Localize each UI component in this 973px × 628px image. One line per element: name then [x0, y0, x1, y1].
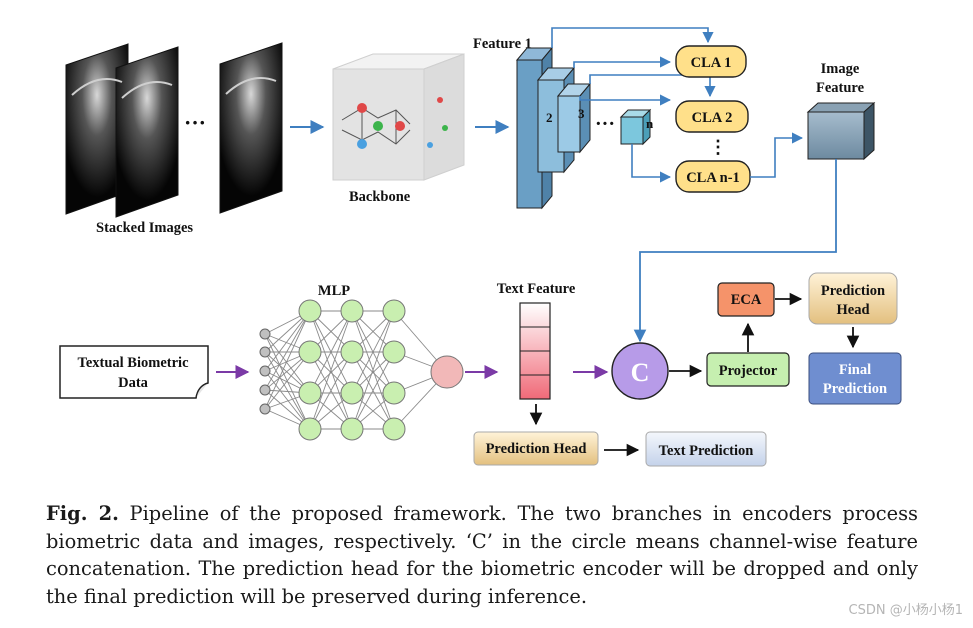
mlp-node: [259, 384, 271, 396]
mlp-edge: [351, 310, 395, 394]
mlp-node: [298, 381, 322, 405]
mlp-node: [259, 328, 271, 340]
prediction-head-box: [808, 272, 898, 325]
mlp-edge: [264, 351, 311, 410]
fm3-label: 3: [578, 106, 585, 121]
cla-1-box: [675, 45, 747, 78]
feature-map-n: [619, 108, 652, 146]
images-dots: ···: [184, 110, 206, 135]
textual-label-1: Textual Biometric: [77, 355, 189, 371]
backbone-label: Backbone: [349, 189, 411, 205]
mlp-node: [298, 417, 322, 441]
fm2-label: 2: [546, 110, 553, 125]
figure-label: Fig. 2.: [46, 502, 119, 525]
mlp-node: [298, 340, 322, 364]
image-feature-label-1: Image: [821, 61, 860, 77]
mlp-edge: [264, 310, 311, 391]
text-prediction-label: Text Prediction: [659, 443, 754, 459]
concat-label: C: [631, 358, 650, 387]
textual-label-2: Data: [118, 375, 149, 391]
network-icon: [341, 107, 411, 145]
backbone-cube: [332, 53, 465, 181]
mlp-edge: [264, 351, 311, 430]
mlp-node: [382, 381, 406, 405]
stacked-images: [65, 42, 283, 218]
mlp-node: [298, 299, 322, 323]
cla-2-box: [675, 100, 749, 133]
fm-dots: ···: [595, 113, 615, 135]
eca-box: [717, 282, 775, 317]
mlp-node: [259, 403, 271, 415]
cla-2-label: CLA 2: [692, 110, 733, 126]
mlp-node: [340, 381, 364, 405]
caption-text: Pipeline of the proposed framework. The …: [46, 502, 919, 608]
final-prediction-label-2: Prediction: [823, 381, 887, 397]
prediction-head-label-1: Prediction: [821, 283, 885, 299]
watermark: CSDN @小杨小杨1: [848, 603, 963, 618]
mlp-edge: [351, 310, 395, 430]
mlp-node: [382, 417, 406, 441]
feature1-label: Feature 1: [473, 36, 532, 52]
figure-caption: Fig. 2. Pipeline of the proposed framewo…: [46, 500, 918, 610]
projector-label: Projector: [719, 363, 778, 379]
concat-circle: [611, 342, 669, 400]
text-prediction-head-label: Prediction Head: [486, 441, 587, 457]
mlp-node: [382, 340, 406, 364]
cla-1-label: CLA 1: [691, 55, 732, 71]
mlp-node: [340, 417, 364, 441]
mlp-label: MLP: [318, 283, 350, 299]
final-prediction-label-1: Final: [839, 362, 871, 378]
cla-n-label: CLA n-1: [686, 170, 740, 186]
text-feature-label: Text Feature: [497, 281, 576, 297]
feature-map-3: [556, 82, 592, 154]
mlp-edge: [264, 333, 311, 394]
mlp-node: [259, 346, 271, 358]
final-prediction-box: [808, 352, 902, 405]
fmn-label: n: [646, 116, 654, 131]
mlp-edge: [309, 310, 353, 430]
eca-label: ECA: [731, 292, 762, 308]
mlp-node: [259, 365, 271, 377]
mlp-edge: [309, 351, 353, 430]
text-prediction-head-box: [473, 431, 599, 466]
mlp-edge: [309, 310, 353, 394]
mlp-edge: [264, 370, 311, 430]
image-feature-cube: [806, 101, 876, 161]
mlp-network: [259, 299, 464, 441]
mlp-edge: [264, 310, 311, 410]
mlp-node: [382, 299, 406, 323]
prediction-head-label-2: Head: [836, 302, 869, 318]
stacked-images-label: Stacked Images: [96, 220, 193, 236]
mlp-edge: [264, 310, 311, 372]
mlp-node: [430, 355, 464, 389]
mlp-node: [340, 299, 364, 323]
projector-box: [706, 352, 790, 387]
pipeline-diagram: ··· Stacked Images Backbone Feature 1 2: [59, 27, 902, 467]
cla-dots: ⋮: [709, 137, 727, 157]
text-prediction-box: [645, 431, 767, 467]
mlp-node: [340, 340, 364, 364]
image-feature-label-2: Feature: [816, 80, 865, 96]
mlp-edge: [351, 351, 395, 430]
text-feature-vector: [519, 302, 551, 400]
textual-biometric-data-doc: [59, 345, 209, 399]
